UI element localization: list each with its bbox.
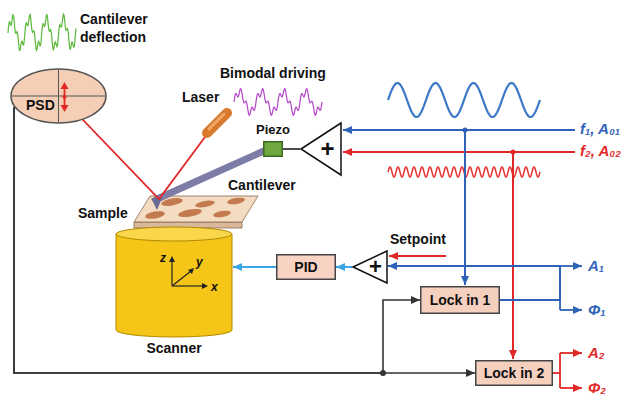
signal-connector <box>336 266 352 268</box>
drive-wire-f1 <box>343 129 575 131</box>
part-name: Sample <box>78 205 128 221</box>
summing-junction: + <box>352 250 388 284</box>
axis-x <box>172 285 204 286</box>
node-text: PSD <box>26 97 55 113</box>
psd-divider <box>58 70 59 122</box>
axis-name: z <box>160 251 166 265</box>
sample-particle <box>178 207 203 218</box>
signal-name: f₁, A₀₁ <box>580 120 620 137</box>
sample-particle <box>227 196 246 205</box>
signal-wave <box>8 14 76 50</box>
amplifier-triangle <box>353 251 387 283</box>
signal-name: Φ₂ <box>588 379 606 396</box>
signal-name: A₂ <box>588 344 605 361</box>
label-holder: x <box>211 277 218 295</box>
axis-head <box>188 268 194 274</box>
laser-body <box>207 113 227 133</box>
box-outline <box>277 255 336 280</box>
label-holder: Φ₂ <box>588 379 606 397</box>
label-holder: A₁ <box>588 257 604 275</box>
label-holder: Cantilever <box>228 176 296 194</box>
label-holder: f₁, A₀₁ <box>580 120 620 138</box>
signal-connector <box>14 107 420 373</box>
node-text: Lock in 1 <box>430 292 491 308</box>
output-wire-lock2 <box>553 372 560 374</box>
laser-highlight <box>209 114 224 129</box>
output-bracket-2 <box>559 353 561 388</box>
deflection-arrow-head <box>61 82 69 89</box>
signal-connector <box>233 266 276 268</box>
laser-spot <box>63 95 67 99</box>
signal-name: f₂, A₀₂ <box>580 142 621 159</box>
signal-name: A₁ <box>588 257 604 274</box>
signal-connector <box>14 107 475 373</box>
label-holder: A₂ <box>588 344 605 362</box>
box-outline <box>476 361 553 386</box>
junction-dot <box>380 370 386 376</box>
signal-wave <box>388 83 540 117</box>
axis-name: y <box>196 255 203 269</box>
signal-wave <box>234 89 322 115</box>
signal-caption: Bimodal driving <box>220 65 326 81</box>
scanner-body <box>116 234 232 337</box>
piezo-actuator-outline <box>263 141 283 157</box>
output-wire-phi1 <box>560 309 582 311</box>
label-holder: Sample <box>78 204 128 222</box>
deflection-arrow-head <box>61 105 69 112</box>
node-text: PID <box>294 259 317 275</box>
summing-amplifier: + <box>300 122 342 176</box>
label-holder: Φ₁ <box>588 301 606 319</box>
output-wire-phi2 <box>560 387 582 389</box>
axis-z <box>171 260 172 286</box>
reference-wire-f1 <box>464 130 466 285</box>
cantilever-tip <box>151 198 162 210</box>
sample-particle <box>195 199 216 208</box>
node-text: Scanner <box>146 340 201 356</box>
psd-ellipse <box>11 69 106 123</box>
label-holder: y <box>196 252 203 270</box>
axis-head <box>202 283 208 289</box>
box-outline <box>264 142 283 157</box>
signal-caption: Cantilever deflection <box>80 11 148 45</box>
setpoint-wire <box>389 255 446 257</box>
scanner-top <box>116 227 232 241</box>
junction-dot <box>463 128 468 133</box>
label-holder: Laser <box>182 88 219 106</box>
label-holder: Setpoint <box>390 230 446 248</box>
axis-name: x <box>211 280 218 294</box>
signal-name: Setpoint <box>390 231 446 247</box>
output-wire-a1 <box>560 265 582 267</box>
sample-particle <box>213 209 232 218</box>
output-wire-a2 <box>560 352 582 354</box>
lock-in-amplifier: Lock in 1 <box>420 286 500 314</box>
pid-controller: PID <box>276 254 336 280</box>
label-holder: Bimodal driving <box>220 64 326 82</box>
box-outline <box>421 287 500 314</box>
sample-plate <box>134 196 258 222</box>
drive-wire-f2 <box>343 151 575 153</box>
label-holder: f₂, A₀₂ <box>580 142 621 160</box>
axis-head <box>169 256 175 262</box>
part-name: Laser <box>182 89 219 105</box>
lock-in-amplifier: Lock in 2 <box>475 360 553 386</box>
signal-connector <box>283 148 300 150</box>
psd-detector: PSD <box>10 68 107 124</box>
node-text: + <box>320 135 334 163</box>
signal-name: Φ₁ <box>588 301 606 318</box>
psd-detector-outline <box>10 68 107 124</box>
axis-y <box>172 271 191 286</box>
piezo-actuator: Piezo <box>263 141 283 157</box>
node-text: + <box>369 254 382 279</box>
part-name: Cantilever <box>228 177 296 193</box>
node-text: Lock in 2 <box>484 365 545 381</box>
node-text: Piezo <box>256 123 290 138</box>
amplifier-triangle <box>301 123 341 175</box>
label-holder: Cantilever deflection <box>80 10 170 46</box>
junction-dot <box>511 150 516 155</box>
sample-particle <box>145 210 166 220</box>
reference-wire-f2 <box>512 152 514 359</box>
label-holder: z <box>160 248 166 266</box>
